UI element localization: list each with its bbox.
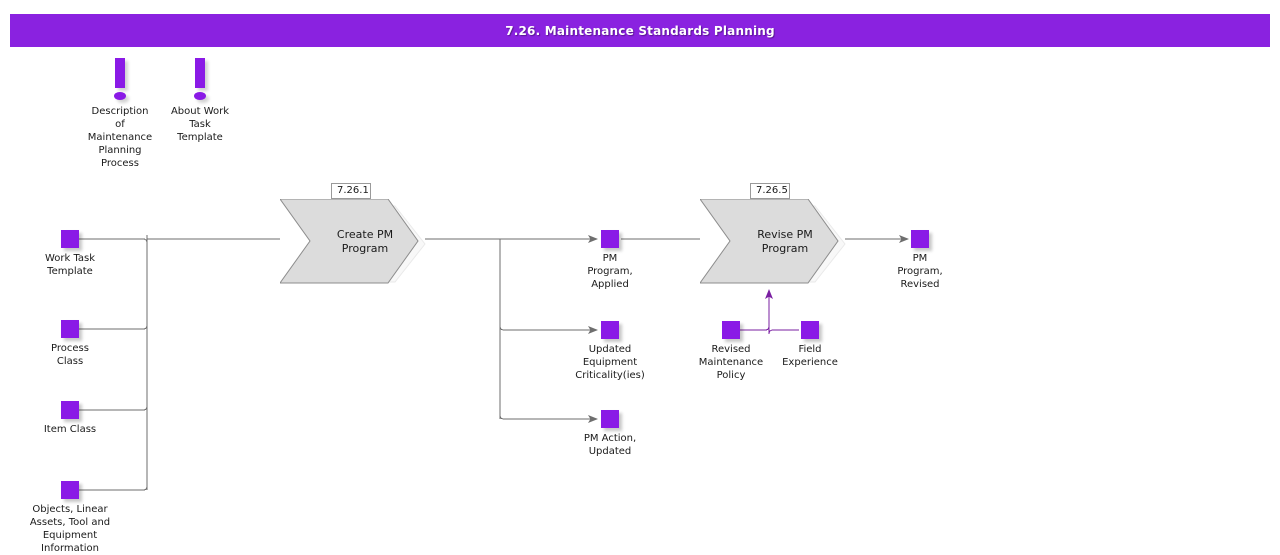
object-label: Updated Equipment Criticality(ies) xyxy=(575,344,645,381)
object-label: PM Program, Revised xyxy=(897,253,943,290)
object-label: Process Class xyxy=(51,343,89,367)
note-label: Description of Maintenance Planning Proc… xyxy=(87,106,153,169)
data-object-icon xyxy=(601,230,619,248)
data-object-icon xyxy=(801,321,819,339)
wire-to-pm-action-updated xyxy=(499,414,598,423)
wire-item-class xyxy=(79,405,148,414)
object-label: Objects, Linear Assets, Tool and Equipme… xyxy=(29,504,111,554)
object-label: Revised Maintenance Policy xyxy=(698,344,764,381)
object-label: Work Task Template xyxy=(44,253,96,277)
process-create-pm-program[interactable]: Create PM Program xyxy=(280,199,426,284)
data-object-icon xyxy=(601,410,619,428)
exclamation-dot-icon xyxy=(194,92,206,100)
wire-objects-linear-assets xyxy=(79,485,148,491)
wire-secondary-inputs-join xyxy=(740,325,799,335)
data-object-icon xyxy=(722,321,740,339)
data-object-icon xyxy=(61,401,79,419)
object-label: Item Class xyxy=(43,424,97,435)
page-title: 7.26. Maintenance Standards Planning xyxy=(505,23,775,38)
exclamation-bar-icon xyxy=(115,58,125,88)
exclamation-bar-icon xyxy=(195,58,205,88)
object-label: PM Program, Applied xyxy=(587,253,633,290)
wire-process-class xyxy=(79,324,148,333)
process-chevron-shape xyxy=(280,199,426,284)
object-label: PM Action, Updated xyxy=(583,433,637,457)
data-object-icon xyxy=(601,321,619,339)
note-label: About Work Task Template xyxy=(170,106,230,143)
process-id-revise-pm-program: 7.26.5 xyxy=(750,183,790,199)
process-revise-pm-program[interactable]: Revise PM Program xyxy=(700,199,846,284)
exclamation-dot-icon xyxy=(114,92,126,100)
process-id-create-pm-program: 7.26.1 xyxy=(331,183,371,199)
diagram-title-bar: 7.26. Maintenance Standards Planning xyxy=(10,14,1270,47)
object-label: Field Experience xyxy=(782,344,838,368)
wire-work-task-template xyxy=(79,235,148,244)
data-object-icon xyxy=(61,320,79,338)
data-object-icon xyxy=(61,481,79,499)
wire-to-updated-equipment-criticalities xyxy=(499,325,598,334)
data-object-icon xyxy=(61,230,79,248)
process-chevron-shape xyxy=(700,199,846,284)
data-object-icon xyxy=(911,230,929,248)
